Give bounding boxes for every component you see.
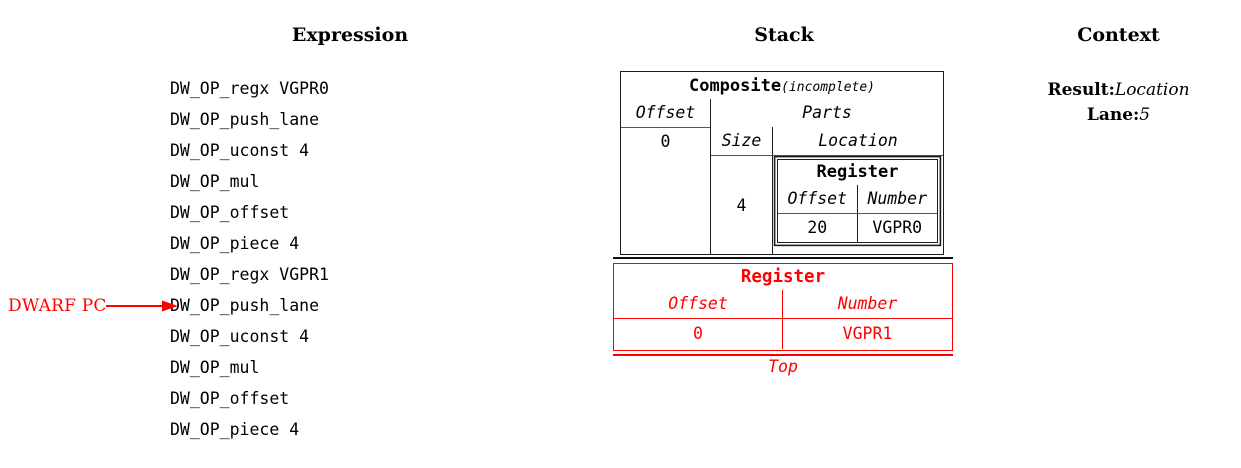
- column-header-context: Context: [1077, 24, 1160, 46]
- inner-register-number-value: VGPR0: [872, 218, 923, 237]
- expression-line: DW_OP_push_lane: [170, 296, 320, 315]
- top-register-number-value: VGPR1: [842, 324, 893, 343]
- composite-size-header: Size: [711, 127, 773, 155]
- column-header-expression: Expression: [291, 24, 409, 46]
- context-lane-key: Lane:: [1086, 105, 1140, 125]
- composite-offset-value: 0: [660, 132, 671, 151]
- composite-offset-header: Offset: [621, 99, 710, 128]
- expression-line: DW_OP_uconst 4: [170, 141, 310, 160]
- top-of-stack-label: Top: [768, 357, 798, 376]
- context-result-key: Result:: [1047, 80, 1115, 100]
- composite-location-header: Location: [818, 131, 898, 150]
- expression-line: DW_OP_push_lane: [170, 110, 320, 129]
- inner-register-header-row: Offset Number: [778, 185, 937, 213]
- composite-parts-column: Parts Size Location 4 Register Offset Nu…: [711, 99, 943, 254]
- composite-title: Composite(incomplete): [621, 72, 943, 99]
- top-of-stack-rule: [613, 354, 953, 356]
- context-block: Result:Location Lane:5: [1000, 78, 1237, 128]
- expression-line: DW_OP_regx VGPR0: [170, 79, 329, 98]
- context-result-value: Location: [1114, 80, 1190, 100]
- stack-divider: [613, 257, 953, 259]
- dwarf-pc-marker: DWARF PC: [8, 290, 181, 321]
- context-result-line: Result:Location: [1000, 78, 1237, 103]
- top-register-offset-value: 0: [614, 319, 783, 349]
- top-register-header-row: Offset Number: [614, 290, 952, 318]
- inner-register-table: Register Offset Number 20 VGPR0: [777, 159, 938, 243]
- composite-part-row: 4 Register Offset Number 20 VGPR0: [711, 155, 943, 254]
- expression-line: DW_OP_mul: [170, 172, 260, 191]
- composite-size-value: 4: [711, 156, 773, 254]
- dwarf-pc-label: DWARF PC: [8, 295, 107, 316]
- stack-entry-composite: Composite(incomplete) Offset 0 Parts Siz…: [620, 71, 944, 255]
- expression-line: DW_OP_piece 4: [170, 420, 300, 439]
- stack-entry-top-register: Register Offset Number 0 VGPR1: [613, 263, 953, 351]
- composite-title-suffix: (incomplete): [781, 80, 876, 95]
- expression-line: DW_OP_mul: [170, 358, 260, 377]
- inner-register-title: Register: [816, 162, 899, 182]
- context-lane-line: Lane:5: [1000, 103, 1237, 128]
- inner-register-offset-header: Offset: [778, 185, 858, 213]
- column-header-stack: Stack: [754, 24, 814, 46]
- composite-parts-header: Parts: [802, 103, 852, 122]
- composite-title-main: Composite: [688, 76, 782, 96]
- top-register-offset-header: Offset: [614, 290, 783, 318]
- top-register-value-row: 0 VGPR1: [614, 318, 952, 349]
- inner-register-number-header: Number: [867, 189, 928, 208]
- arrow-right-icon: [105, 300, 178, 311]
- composite-parts-subheaders: Size Location: [711, 127, 943, 155]
- top-register-number-header: Number: [837, 294, 898, 313]
- composite-offset-column: Offset 0: [621, 99, 711, 254]
- expression-line: DW_OP_uconst 4: [170, 327, 310, 346]
- inner-register-offset-value: 20: [778, 214, 858, 242]
- composite-body: Offset 0 Parts Size Location 4 Register …: [621, 99, 943, 254]
- composite-location-value: Register Offset Number 20 VGPR0: [773, 156, 943, 254]
- expression-line: DW_OP_offset: [170, 389, 290, 408]
- expression-line: DW_OP_offset: [170, 203, 290, 222]
- context-lane-value: 5: [1139, 105, 1151, 125]
- expression-line: DW_OP_piece 4: [170, 234, 300, 253]
- inner-register-value-row: 20 VGPR0: [778, 213, 937, 242]
- expression-line: DW_OP_regx VGPR1: [170, 265, 329, 284]
- top-register-title: Register: [740, 267, 826, 287]
